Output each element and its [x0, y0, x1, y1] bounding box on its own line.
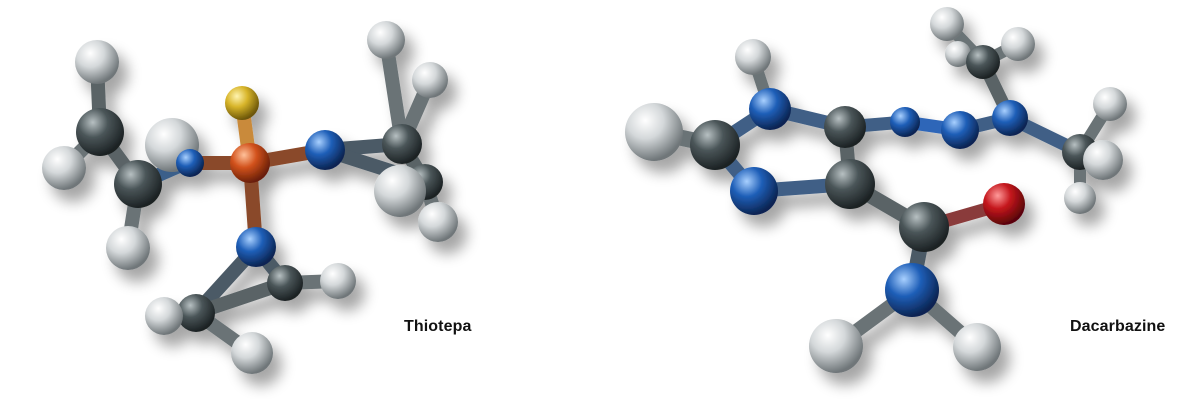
thiotepa-molecule-model: [42, 21, 458, 374]
hydrogen-atom: [374, 165, 426, 217]
hydrogen-atom: [945, 41, 971, 67]
nitrogen-atom: [305, 130, 345, 170]
nitrogen-atom: [890, 107, 920, 137]
nitrogen-atom: [730, 167, 778, 215]
hydrogen-atom: [1001, 27, 1035, 61]
carbon-atom: [267, 265, 303, 301]
hydrogen-atom: [1064, 182, 1096, 214]
nitrogen-atom: [885, 263, 939, 317]
hydrogen-atom: [625, 103, 683, 161]
carbon-atom: [824, 106, 866, 148]
hydrogen-atom: [735, 39, 771, 75]
dacarbazine-bonds: [646, 18, 1116, 354]
oxygen-atom: [983, 183, 1025, 225]
nitrogen-atom: [992, 100, 1028, 136]
hydrogen-atom: [930, 7, 964, 41]
hydrogen-atom: [320, 263, 356, 299]
carbon-atom: [177, 294, 215, 332]
hydrogen-atom: [1093, 87, 1127, 121]
carbon-atom: [114, 160, 162, 208]
carbon-atom: [382, 124, 422, 164]
carbon-atom: [825, 159, 875, 209]
thiotepa-label: Thiotepa: [404, 318, 472, 335]
hydrogen-atom: [145, 297, 183, 335]
hydrogen-atom: [809, 319, 863, 373]
thiotepa-atoms: [42, 21, 458, 374]
carbon-atom: [899, 202, 949, 252]
hydrogen-atom: [953, 323, 1001, 371]
hydrogen-atom: [418, 202, 458, 242]
carbon-atom: [76, 108, 124, 156]
dacarbazine-atoms: [625, 7, 1127, 373]
carbon-atom: [690, 120, 740, 170]
hydrogen-atom: [42, 146, 86, 190]
hydrogen-atom: [231, 332, 273, 374]
nitrogen-atom: [749, 88, 791, 130]
nitrogen-atom: [176, 149, 204, 177]
hydrogen-atom: [412, 62, 448, 98]
nitrogen-atom: [941, 111, 979, 149]
dacarbazine-label: Dacarbazine: [1070, 318, 1166, 335]
hydrogen-atom: [106, 226, 150, 270]
nitrogen-atom: [236, 227, 276, 267]
phosphorus-atom: [230, 143, 270, 183]
dacarbazine-molecule-model: [625, 7, 1127, 373]
hydrogen-atom: [75, 40, 119, 84]
hydrogen-atom: [1083, 140, 1123, 180]
hydrogen-atom: [367, 21, 405, 59]
carbon-atom: [966, 45, 1000, 79]
sulfur-atom: [225, 86, 259, 120]
